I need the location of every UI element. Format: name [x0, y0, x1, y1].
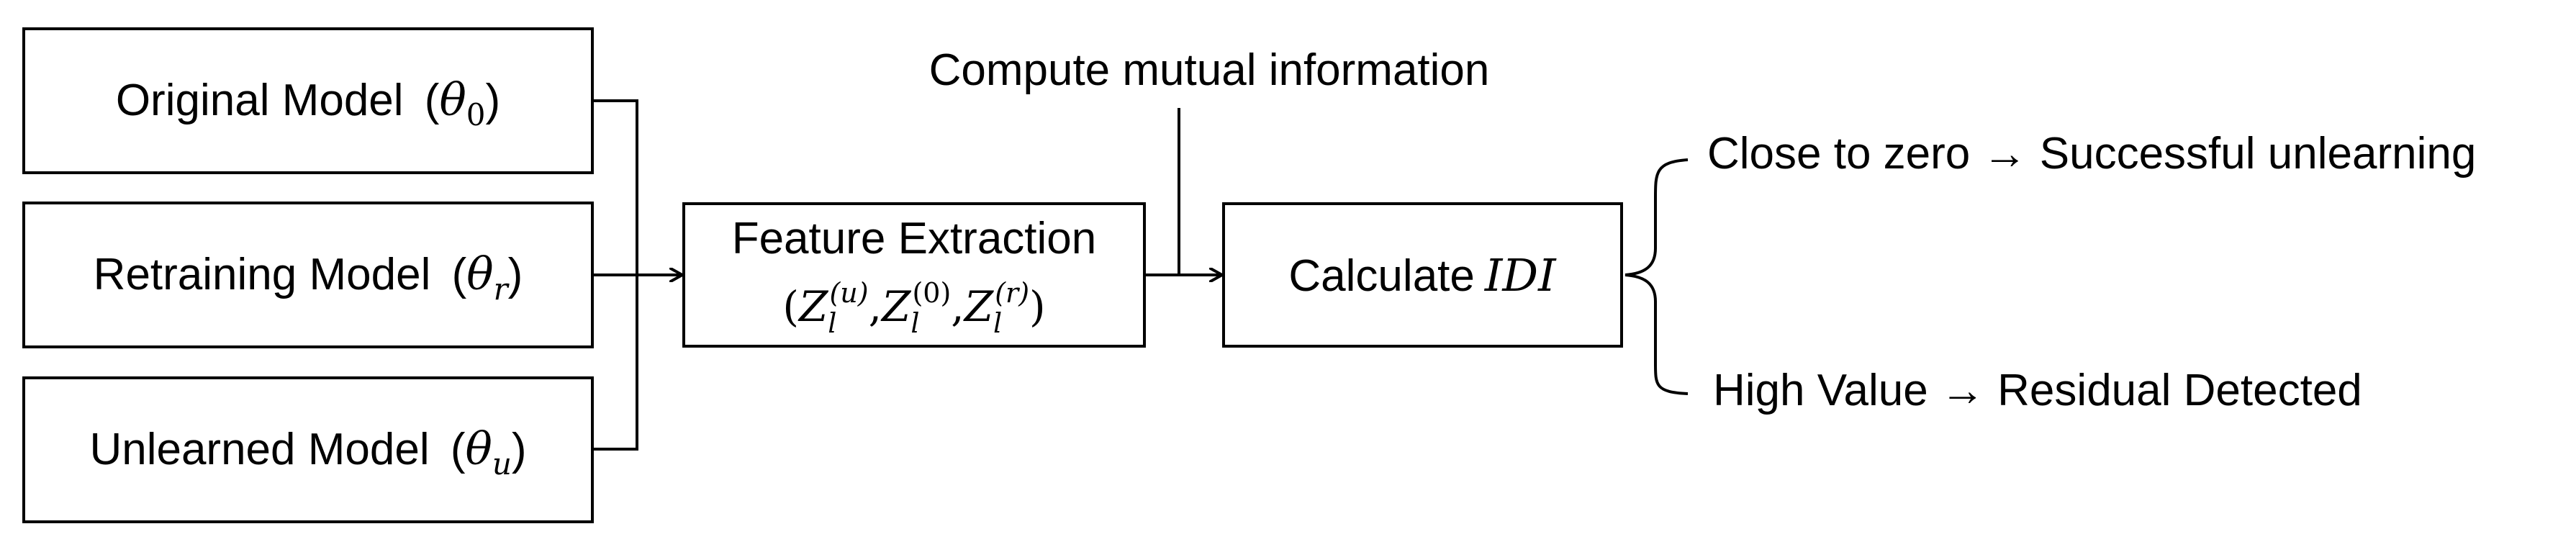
outcome-brace	[1624, 158, 1689, 395]
outcome-success-label: Close to zero → Successful unlearning	[1707, 129, 2476, 178]
mutual-information-label: Compute mutual information	[929, 45, 1490, 95]
unlearned-model-box: Unlearned Model (θu)	[22, 376, 594, 523]
svg-text:Original Model (θ0): Original Model (θ0)	[116, 73, 500, 132]
svg-text:Unlearned Model (θu): Unlearned Model (θu)	[89, 422, 526, 482]
svg-text:Retraining Model (θr): Retraining Model (θr)	[94, 248, 523, 307]
outcome-residual-label: High Value → Residual Detected	[1713, 366, 2362, 415]
unlearned-model-label: Unlearned Model	[89, 425, 429, 474]
retraining-model-box: Retraining Model (θr)	[22, 202, 594, 348]
original-model-box: Original Model (θ0)	[22, 27, 594, 174]
original-model-label: Original Model	[116, 76, 404, 125]
feature-extraction-title: Feature Extraction	[732, 214, 1097, 263]
feature-formula: (Zl(u),Zl(0),Zl(r))	[782, 277, 1045, 339]
retraining-model-label: Retraining Model	[94, 250, 431, 299]
feature-extraction-box: Feature Extraction (Zl(u),Zl(0),Zl(r))	[682, 202, 1146, 348]
